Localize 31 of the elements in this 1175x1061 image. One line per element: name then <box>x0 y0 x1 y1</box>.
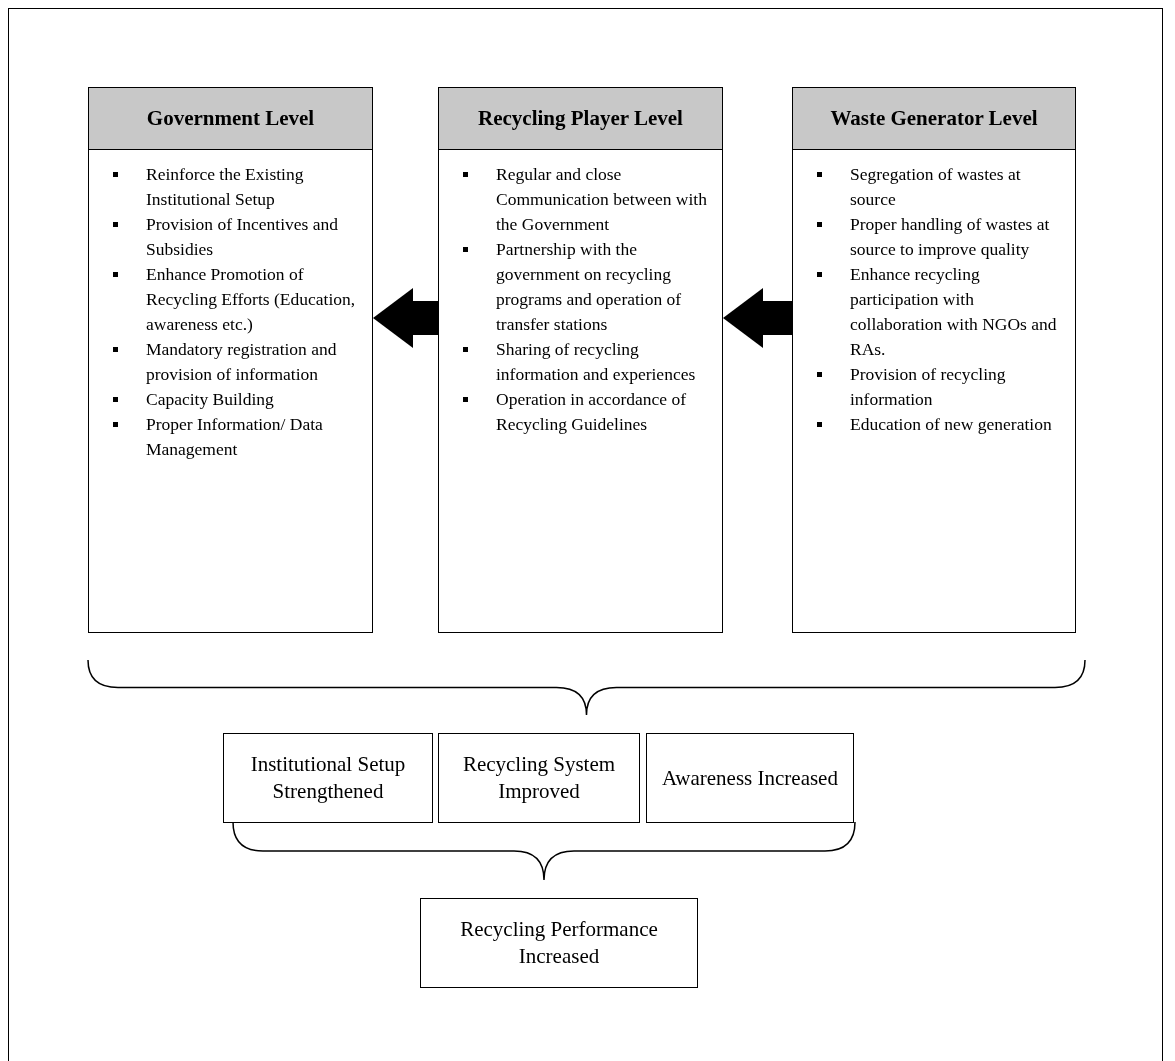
level-heading: Waste Generator Level <box>793 88 1075 150</box>
level-box <box>792 87 1076 633</box>
bullet-item: Provision of recycling information <box>850 363 1007 411</box>
outcome-box <box>438 733 640 823</box>
outcome-box <box>646 733 854 823</box>
level-box <box>88 87 373 633</box>
bullet-item: Proper handling of wastes at source to improve quality <box>850 213 1051 261</box>
bullet-item: Reinforce the Existing Institutional Setup <box>146 163 305 211</box>
bullet-item: Sharing of recycling information and experiences <box>496 338 697 386</box>
outcome-text: Recycling System Improved <box>461 751 617 805</box>
level-heading: Recycling Player Level <box>439 88 722 150</box>
block-arrow <box>373 288 438 348</box>
bullet-item: Proper Information/ Data Management <box>146 413 324 461</box>
bullet-item: Segregation of wastes at source <box>850 163 1022 211</box>
bullet-item: Capacity Building <box>146 388 274 411</box>
bullet-item: Operation in accordance of Recycling Guidelines <box>496 388 687 436</box>
outcome-text: Awareness Increased <box>661 764 839 792</box>
bullet-item: Regular and close Communication between with the Government <box>496 163 708 236</box>
bullet-item: Mandatory registration and provision of information <box>146 338 338 386</box>
outcome-text: Recycling Performance Increased <box>459 916 659 970</box>
bullet-item: Education of new generation <box>850 413 1052 436</box>
outcome-text: Institutional Setup Strengthened <box>249 751 407 805</box>
level-box <box>438 87 723 633</box>
outcome-box <box>420 898 698 988</box>
bullet-item: Enhance Promotion of Recycling Efforts (Education, awareness etc.) <box>146 263 357 336</box>
block-arrow <box>723 288 792 348</box>
level-heading: Government Level <box>89 88 372 150</box>
bullet-item: Provision of Incentives and Subsidies <box>146 213 339 261</box>
outcome-box <box>223 733 433 823</box>
bullet-item: Partnership with the government on recycling programs and operation of transfer stations <box>496 238 683 336</box>
bullet-item: Enhance recycling participation with collaboration with NGOs and RAs. <box>850 263 1058 361</box>
